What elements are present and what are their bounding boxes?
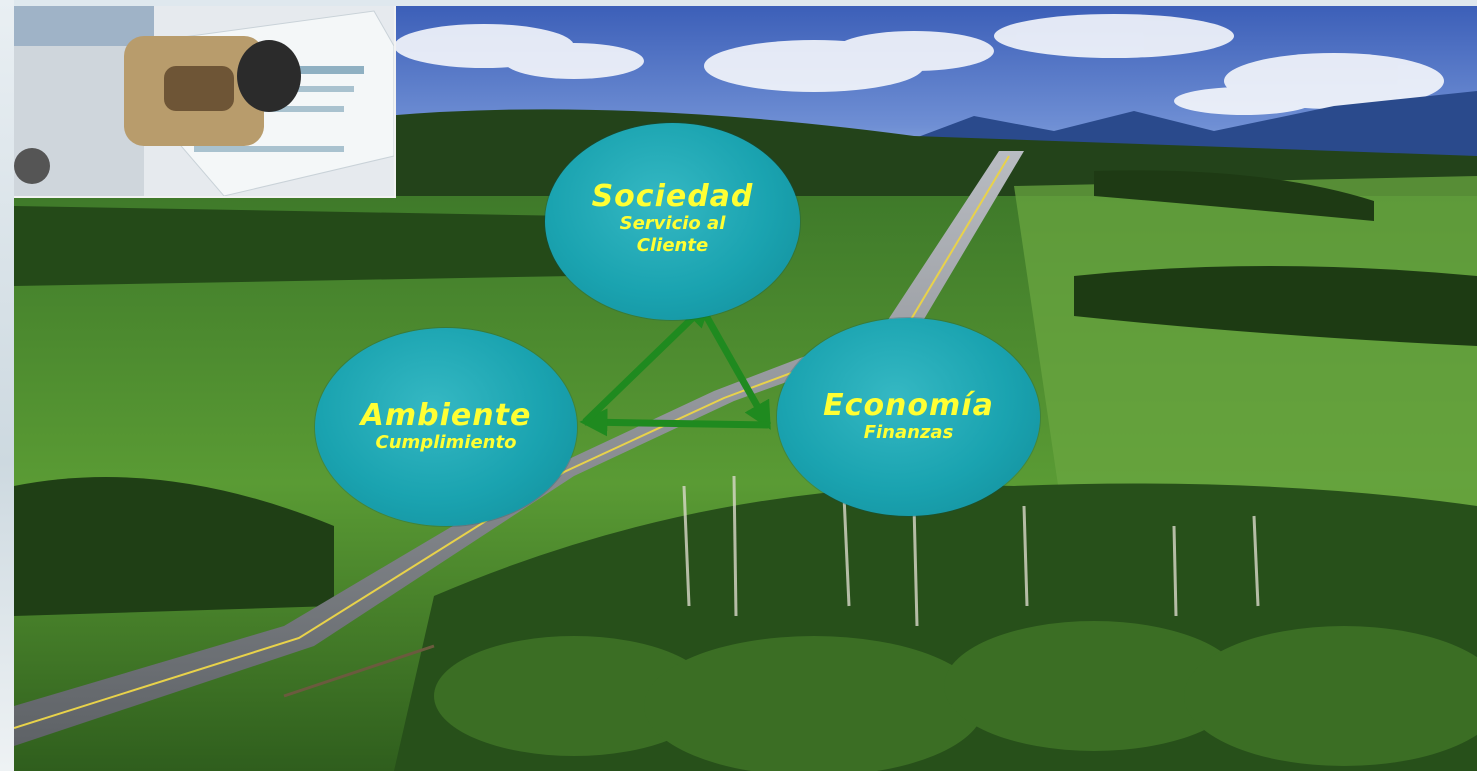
- node-ambiente-title: Ambiente: [360, 398, 532, 434]
- node-sociedad-title: Sociedad: [591, 178, 754, 214]
- landscape-background: [14, 6, 1477, 771]
- node-economia-subtitle: Finanzas: [863, 422, 954, 444]
- left-margin-band: [0, 0, 14, 771]
- node-sociedad: Sociedad Servicio al Cliente: [545, 123, 800, 320]
- node-sociedad-subtitle-line1: Servicio al: [619, 212, 726, 234]
- node-economia: Economía Finanzas: [777, 318, 1040, 516]
- node-economia-title: Economía: [823, 388, 994, 424]
- node-ambiente: Ambiente Cumplimiento: [315, 328, 577, 526]
- node-sociedad-subtitle-line2: Cliente: [636, 235, 709, 256]
- document-photo-inset: [14, 6, 396, 198]
- document-photo-image: [14, 6, 394, 196]
- node-ambiente-subtitle: Cumplimiento: [375, 432, 517, 454]
